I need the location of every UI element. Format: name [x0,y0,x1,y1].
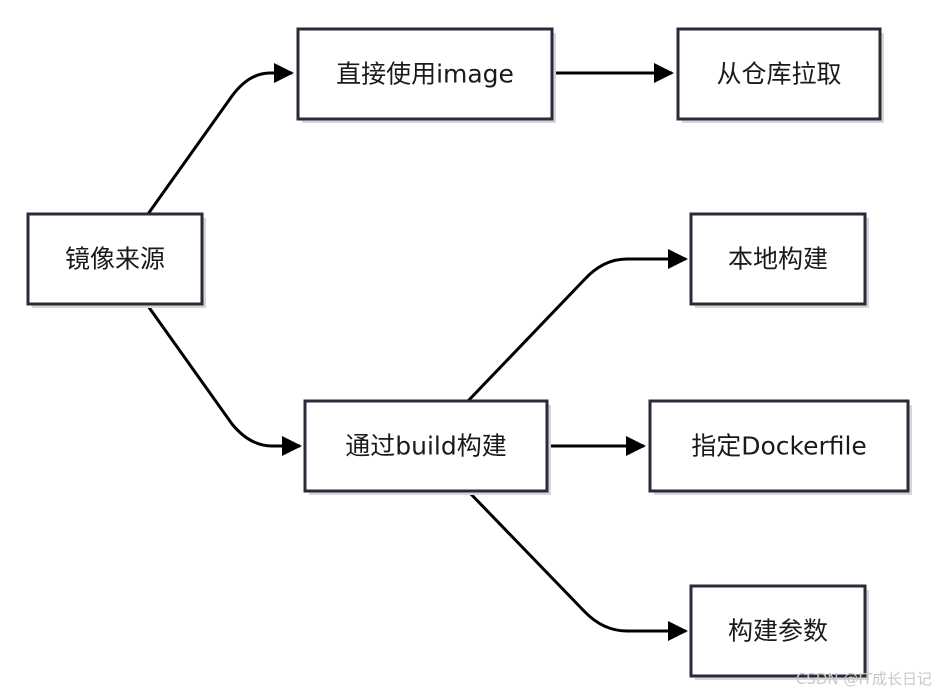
node-use-image-label: 直接使用image [336,60,514,89]
node-dockerfile: 指定Dockerfile [648,399,912,495]
node-build-label: 通过build构建 [345,432,506,461]
node-dockerfile-label: 指定Dockerfile [691,432,867,461]
edge-build-to-build-args [466,489,688,641]
node-build: 通过build构建 [303,399,551,495]
node-local-build: 本地构建 [689,212,869,308]
node-build-args: 构建参数 [689,584,869,680]
node-pull-label: 从仓库拉取 [716,60,841,89]
edge-build-to-local-build [466,249,688,403]
watermark-text: CSDN @IT成长日记 [795,670,932,688]
node-pull: 从仓库拉取 [676,27,884,123]
node-source: 镜像来源 [26,212,206,308]
node-local-build-label: 本地构建 [728,245,828,274]
node-build-args-label: 构建参数 [728,617,828,646]
node-source-label: 镜像来源 [65,245,165,274]
edge-source-to-use-image [146,63,294,215]
node-use-image: 直接使用image [296,27,556,123]
edge-source-to-build [146,305,302,456]
